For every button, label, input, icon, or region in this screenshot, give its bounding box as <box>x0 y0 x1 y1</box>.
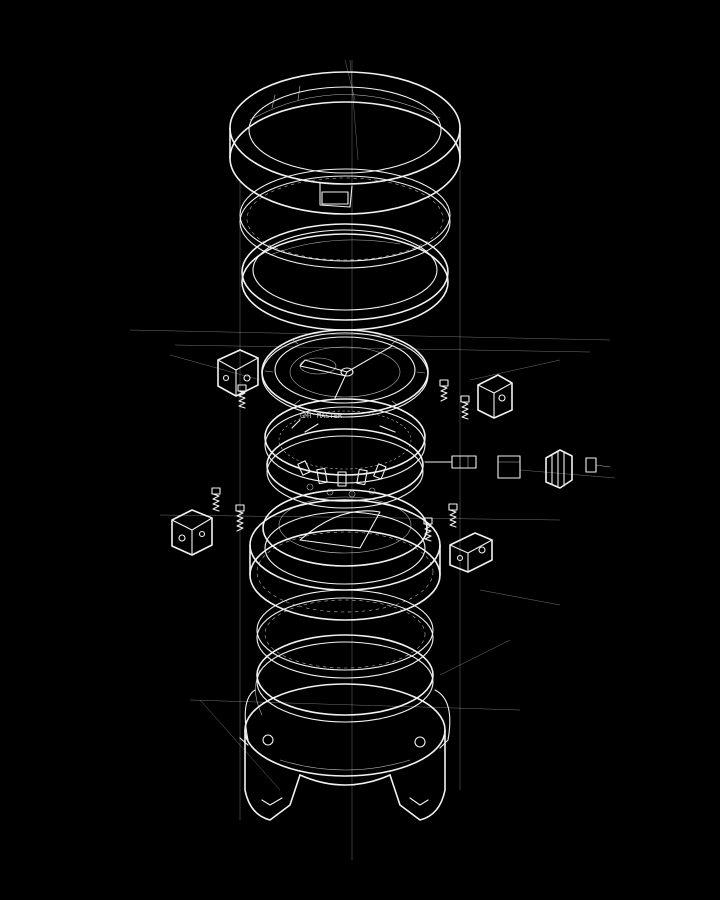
lug-bracket-right-upper <box>477 374 513 419</box>
toothed-ring <box>239 168 451 269</box>
movement-base <box>266 428 424 509</box>
lug-bracket-left-lower <box>171 509 213 556</box>
caseback-disc <box>256 634 434 723</box>
screw-lower-left-b <box>235 504 245 532</box>
screw-lower-right-b <box>448 503 458 528</box>
movement-date-wheel: GMT MASTER <box>264 398 426 484</box>
screw-lower-left-a <box>211 487 221 512</box>
screw-upper-right-a <box>439 379 449 402</box>
crown-assembly <box>424 449 611 489</box>
bezel-ring-top <box>229 71 461 215</box>
screw-upper-left <box>237 384 247 409</box>
screw-lower-right-a <box>423 517 433 542</box>
crown-stem-tube <box>451 455 477 469</box>
construction-lines <box>129 59 616 860</box>
crown-gasket <box>497 455 521 479</box>
lug-bracket-right-lower <box>449 532 493 573</box>
caseback-gasket <box>256 589 434 679</box>
watch-case-lugs <box>244 669 451 821</box>
spring-bars <box>239 737 449 749</box>
crown-cap <box>585 457 611 473</box>
watch-dial <box>261 329 429 418</box>
lug-bracket-left-upper <box>217 349 259 397</box>
crystal-glass <box>241 223 449 331</box>
screw-upper-right-b <box>460 395 470 420</box>
winding-crown <box>545 449 573 489</box>
dial-hour-markers <box>297 460 387 498</box>
dial-text-label: GMT MASTER <box>300 412 343 420</box>
screw-set <box>211 379 470 542</box>
